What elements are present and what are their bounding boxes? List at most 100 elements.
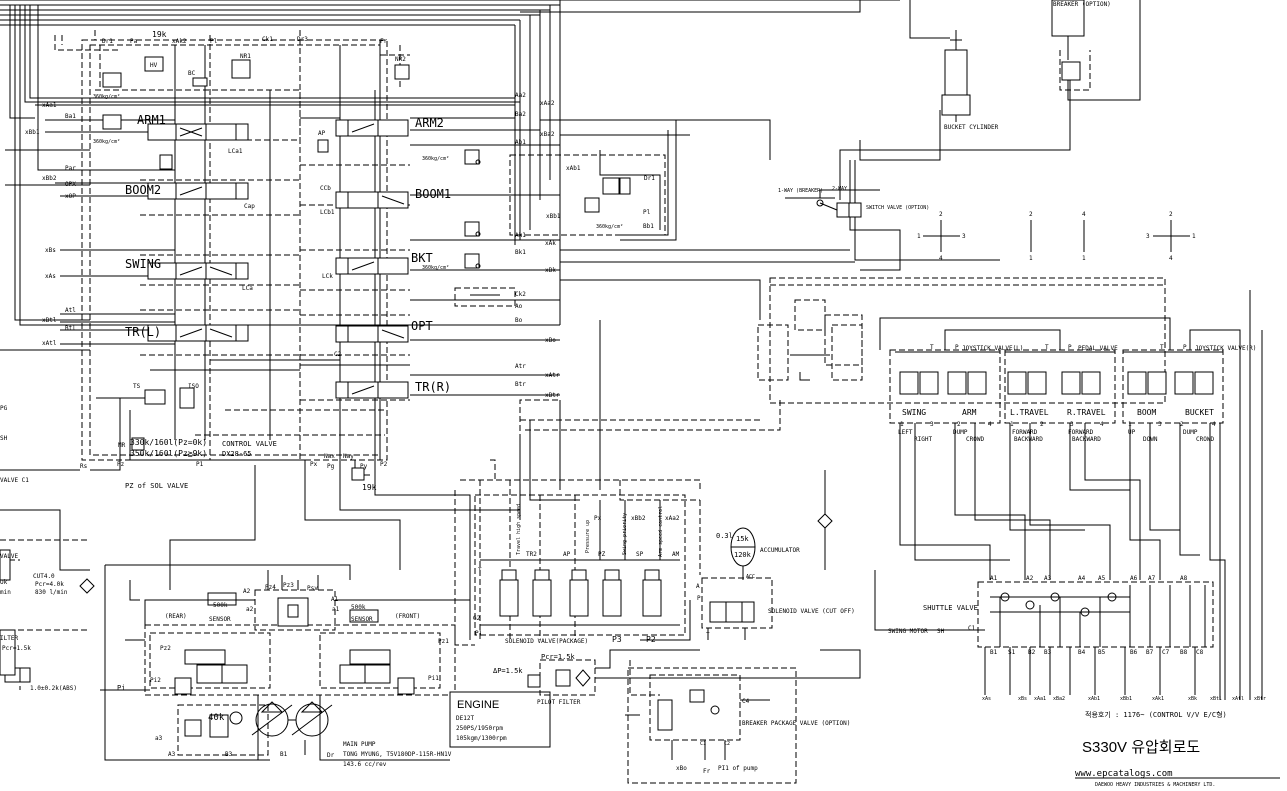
joystick-r-label: JOYSTICK VALVE(R) xyxy=(1195,345,1256,352)
port-ao: Ao xyxy=(515,303,523,310)
sv-b2: B2 xyxy=(1028,649,1036,656)
switch-valve-label: SWITCH VALVE (OPTION) xyxy=(866,205,929,211)
port-dr1-right: Dr1 xyxy=(644,175,655,182)
port-lca: LCa xyxy=(242,285,253,292)
company-name: DAEWOO HEAVY INDUSTRIES & MACHINERY LTD. xyxy=(1095,782,1215,788)
accumulator xyxy=(730,527,756,580)
pump-pz2: Pz2 xyxy=(160,645,171,652)
engine-model: DE12T xyxy=(456,715,474,722)
accumulator-acc: ACC xyxy=(746,574,755,580)
cutoff-p: P xyxy=(697,595,701,602)
pv-dir-right: RIGHT xyxy=(914,436,932,443)
breaker-package-label: BREAKER PACKAGE VALVE (OPTION) xyxy=(742,720,850,727)
pump-a1-small: a1 xyxy=(332,606,340,613)
port-xbtl: xBtl xyxy=(42,317,57,324)
main-pump-maker: TONG MYUNG, T5V180DP-115R-HN1V xyxy=(343,751,452,758)
sv-b5: B5 xyxy=(1098,649,1106,656)
jp1-bottom: 4 xyxy=(939,255,943,262)
port-ccb: CCb xyxy=(320,185,331,192)
one-way-label: 1-WAY (BREAKER) xyxy=(778,188,823,194)
left-sh: SH xyxy=(0,435,8,442)
port-pg: Pg xyxy=(327,463,335,470)
port-opx: OPX xyxy=(65,181,76,188)
port-p1-bottom: P1 xyxy=(196,461,204,468)
p-label-pedal: P xyxy=(1068,344,1072,351)
sensor-rating-front: 500k xyxy=(351,604,366,611)
port-xop: xOP xyxy=(65,193,76,200)
sol-port-xbb2: xBb2 xyxy=(631,515,646,522)
pump-front: (FRONT) xyxy=(395,613,420,620)
sensor-rear: SENSOR xyxy=(209,616,231,623)
sol-port-xaa2: xAa2 xyxy=(665,515,680,522)
port-ab1: Ab1 xyxy=(515,139,526,146)
port-ak1: Ak1 xyxy=(515,232,526,239)
port-dr1-top: Dr1 xyxy=(102,38,113,45)
sv-out-xak1: xAk1 xyxy=(1152,696,1164,702)
pump-pz4: Pz4 xyxy=(265,584,276,591)
sv-b4: B4 xyxy=(1078,649,1086,656)
left-filter-pcr: Pcr=1.5k xyxy=(2,645,31,652)
pump-b3: B3 xyxy=(225,751,233,758)
sol-code-ap: AP xyxy=(563,551,571,558)
relief-1-label: 330k/160l(Pz=0k) xyxy=(130,438,207,447)
sol-t: T xyxy=(478,567,482,574)
left-spool-sections xyxy=(102,56,410,481)
jp1-top: 2 xyxy=(939,211,943,218)
sv-c8: C8 xyxy=(1196,649,1204,656)
sol-code-tr2: TR2 xyxy=(526,551,537,558)
sv-a7: A7 xyxy=(1148,575,1156,582)
pv-dir-left: LEFT xyxy=(898,429,913,436)
pv-port-1a: 1 xyxy=(900,421,904,428)
left-pcr: Pcr=4.0k xyxy=(35,581,64,588)
pv-dir-up: UP xyxy=(1128,429,1136,436)
port-aa2: Aa2 xyxy=(515,92,526,99)
swing-motor-sh: SH xyxy=(937,628,945,635)
port-c2: C2 xyxy=(334,351,342,358)
solenoid-pz xyxy=(569,569,589,617)
sv-b8: B8 xyxy=(1180,649,1188,656)
pilot-filter-dp: ΔP=1.5k xyxy=(493,667,523,675)
model-title: S330V 유압회로도 xyxy=(1082,739,1200,756)
sv-b1: B1 xyxy=(990,649,998,656)
jp2-top: 2 xyxy=(1029,211,1033,218)
mr-label: MR xyxy=(118,442,126,449)
port-xak2: xAk2 xyxy=(172,38,187,45)
pv-port-1c: 1 xyxy=(1128,421,1132,428)
joystick-l-spools xyxy=(899,371,987,395)
swing-motor-label: SWING MOTOR xyxy=(888,628,928,635)
port-nay: Nay xyxy=(343,453,354,460)
pv-port-1b: 1 xyxy=(1010,421,1014,428)
port-py: Py xyxy=(360,463,368,470)
pilot-filter xyxy=(527,649,861,696)
left-edge-components xyxy=(0,549,95,690)
sv-a4: A4 xyxy=(1078,575,1086,582)
accumulator-label: ACCUMULATOR xyxy=(760,547,800,554)
spool-arm2 xyxy=(335,119,409,137)
accumulator-p2: 120k xyxy=(734,551,752,559)
pv-dir-down: DOWN xyxy=(1143,436,1158,443)
port-px-bottom: Px xyxy=(310,461,318,468)
left-valve-c1: VALVE C1 xyxy=(0,477,29,484)
sv-out-xab1: xAb1 xyxy=(1088,696,1100,702)
section-arm2-label: ARM2 xyxy=(415,116,444,130)
port-xbb1-left: xBb1 xyxy=(25,129,40,136)
solenoid-sp xyxy=(602,569,622,617)
port-xbb2-left: xBb2 xyxy=(42,175,57,182)
pump-pz3: Pz3 xyxy=(283,582,294,589)
sv-out-xatl: xAtl xyxy=(1232,696,1244,702)
sol-fn-arm: Arm speed control xyxy=(658,506,664,557)
shuttle-valve-label: SHUTTLE VALVE xyxy=(923,604,978,612)
section-boom1-label: BOOM1 xyxy=(415,187,451,201)
p-label-r: P xyxy=(1183,344,1187,351)
control-valve-label: CONTROL VALVE xyxy=(222,440,277,448)
joystick-r-spools xyxy=(1127,371,1214,395)
two-way-label: 2-WAY xyxy=(832,186,847,192)
pedal-spools xyxy=(1007,371,1101,395)
sol-p3: P3 xyxy=(612,635,622,644)
pv-dir-dump: DUMP xyxy=(953,429,968,436)
port-fr-top: Fr xyxy=(380,38,388,45)
strainer-icon xyxy=(817,513,833,529)
main-pump-displacement: 143.6 cc/rev xyxy=(343,761,387,768)
sv-a6: A6 xyxy=(1130,575,1138,582)
pump-pi: Pi xyxy=(117,684,125,692)
